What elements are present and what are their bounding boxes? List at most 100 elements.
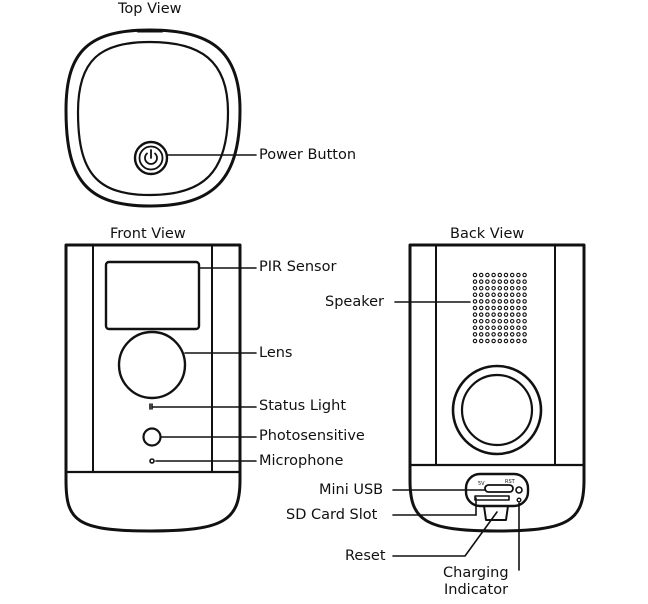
speaker-hole	[491, 279, 496, 284]
speaker-hole	[478, 338, 484, 344]
label-speaker: Speaker	[325, 294, 384, 310]
speaker-hole	[516, 312, 521, 317]
speaker-hole	[491, 305, 496, 311]
speaker-hole	[491, 338, 496, 344]
sd-card-slot	[474, 495, 510, 501]
speaker-hole	[478, 279, 484, 284]
front-view-leaders	[152, 267, 257, 462]
front-view-device	[64, 243, 242, 533]
label-lens: Lens	[259, 345, 293, 361]
speaker-hole	[485, 299, 490, 304]
speaker-hole	[516, 279, 521, 284]
speaker-hole	[522, 338, 527, 344]
speaker-hole	[522, 299, 527, 304]
speaker-hole	[472, 332, 478, 337]
speaker-hole	[516, 272, 521, 278]
speaker-hole	[503, 279, 509, 284]
label-pir-sensor: PIR Sensor	[259, 259, 337, 275]
speaker-hole	[491, 292, 496, 298]
speaker-hole	[509, 318, 515, 324]
speaker-hole	[522, 292, 527, 298]
front-view-title: Front View	[110, 226, 186, 242]
speaker-hole	[503, 299, 509, 304]
speaker-hole	[503, 292, 509, 298]
mini-usb-port	[484, 484, 514, 493]
speaker-hole	[509, 272, 515, 278]
speaker-hole	[472, 279, 478, 284]
speaker-hole	[491, 312, 496, 317]
speaker-hole	[509, 305, 515, 311]
speaker-hole	[503, 318, 509, 324]
speaker-hole	[478, 305, 484, 311]
speaker-hole	[491, 285, 496, 291]
reset-hole	[515, 486, 523, 494]
speaker-hole	[485, 332, 490, 337]
speaker-hole	[522, 332, 527, 337]
label-microphone: Microphone	[259, 453, 344, 469]
speaker-hole	[497, 318, 503, 324]
back-view-device	[408, 243, 586, 533]
speaker-hole	[478, 272, 484, 278]
label-status-light: Status Light	[259, 398, 346, 414]
port-mark-voltage: 5V	[478, 481, 485, 487]
speaker-hole	[516, 338, 521, 344]
speaker-hole	[509, 279, 515, 284]
speaker-hole	[497, 299, 503, 304]
speaker-hole	[478, 299, 484, 304]
speaker-hole	[516, 299, 521, 304]
lens	[117, 330, 187, 400]
speaker-hole	[491, 332, 496, 337]
speaker-hole	[503, 332, 509, 337]
speaker-hole	[509, 325, 515, 331]
speaker-hole	[497, 272, 503, 278]
speaker-hole	[509, 292, 515, 298]
photosensitive-sensor	[142, 427, 162, 447]
speaker-hole	[485, 305, 490, 311]
speaker-grille	[472, 272, 527, 344]
top-view-title: Top View	[118, 1, 182, 17]
speaker-hole	[491, 272, 496, 278]
speaker-hole	[497, 312, 503, 317]
label-charging-indicator-line2: Indicator	[444, 582, 509, 598]
speaker-hole	[522, 272, 527, 278]
speaker-hole	[478, 312, 484, 317]
speaker-hole	[509, 312, 515, 317]
speaker-hole	[472, 312, 478, 317]
speaker-hole	[478, 318, 484, 324]
label-charging-indicator-line1: Charging	[443, 565, 509, 581]
speaker-hole	[491, 325, 496, 331]
speaker-hole	[485, 325, 490, 331]
speaker-hole	[503, 325, 509, 331]
back-ring-outer	[451, 364, 543, 456]
label-reset: Reset	[345, 548, 386, 564]
speaker-hole	[485, 272, 490, 278]
port-mark-reset: RST	[505, 479, 516, 485]
speaker-hole	[516, 332, 521, 337]
speaker-hole	[472, 318, 478, 324]
speaker-hole	[522, 285, 527, 291]
speaker-hole	[509, 338, 515, 344]
speaker-hole	[497, 285, 503, 291]
speaker-hole	[522, 312, 527, 317]
speaker-hole	[485, 279, 490, 284]
speaker-hole	[497, 279, 503, 284]
back-ring-inner	[460, 373, 534, 447]
speaker-hole	[503, 305, 509, 311]
speaker-hole	[522, 279, 527, 284]
speaker-hole	[497, 305, 503, 311]
status-light	[149, 403, 153, 410]
back-view-title: Back View	[450, 226, 525, 242]
speaker-hole	[491, 318, 496, 324]
speaker-hole	[472, 292, 478, 298]
speaker-hole	[503, 272, 509, 278]
speaker-hole	[509, 285, 515, 291]
back-view-leaders	[392, 301, 520, 571]
label-power-button: Power Button	[259, 147, 357, 163]
speaker-hole	[516, 292, 521, 298]
speaker-hole	[516, 325, 521, 331]
power-icon	[144, 149, 158, 165]
top-view-device	[64, 28, 242, 208]
speaker-hole	[485, 318, 490, 324]
